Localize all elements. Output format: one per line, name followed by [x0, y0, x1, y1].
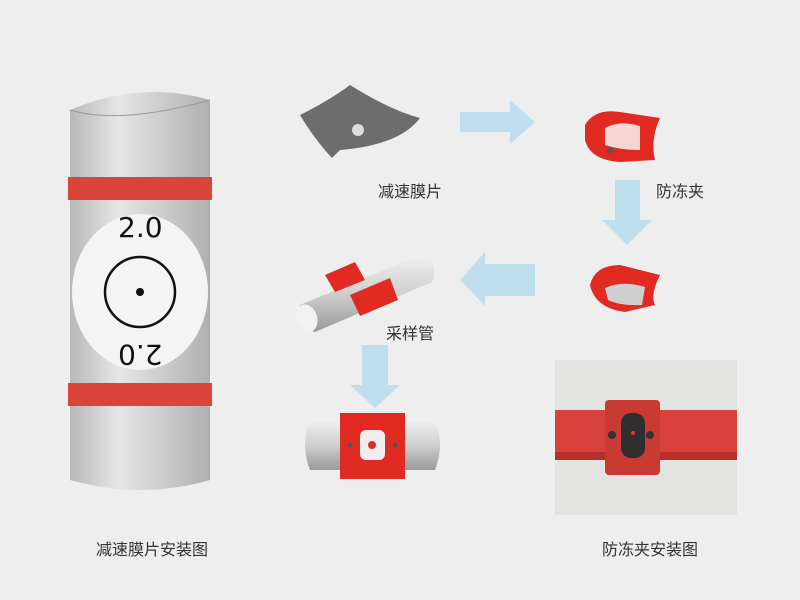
arrow-right: [460, 100, 535, 144]
label-antifreeze-clip: 防冻夹: [655, 182, 705, 201]
red-band-top: [68, 177, 212, 200]
arrow-down-left: [350, 345, 400, 408]
label-sampling-pipe: 采样管: [385, 324, 435, 343]
red-band-bottom: [68, 383, 212, 406]
clip-install-photo: [555, 360, 737, 515]
membrane-value-inverted: 2.0: [118, 338, 163, 371]
arrows: [350, 100, 652, 408]
sampling-pipe: [296, 255, 435, 332]
arrow-down-right: [602, 180, 652, 245]
antifreeze-clip-2: [590, 265, 660, 312]
label-membrane: 减速膜片: [377, 182, 443, 201]
membrane-hole: [136, 288, 144, 296]
membrane-value: 2.0: [118, 211, 163, 244]
antifreeze-clip-1: [585, 111, 660, 162]
label-clip-install: 防冻夹安装图: [601, 540, 699, 559]
membrane-install-pipe: [68, 92, 212, 490]
assembled-sampling-pipe: [305, 413, 440, 479]
membrane-piece: [300, 85, 420, 158]
arrow-left: [460, 252, 535, 306]
label-membrane-install: 减速膜片安装图: [95, 540, 209, 559]
membrane-ring: [103, 255, 177, 329]
